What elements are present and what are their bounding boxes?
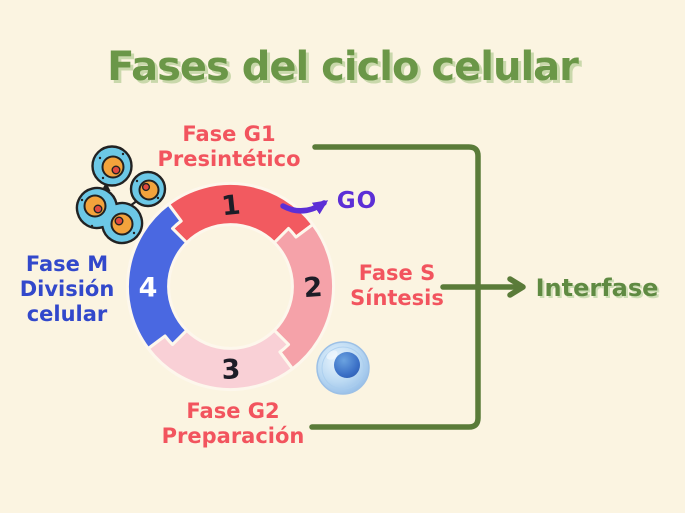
fase-m-name: Fase M bbox=[25, 252, 109, 277]
segment-number-4: 4 bbox=[138, 272, 158, 304]
segment-number-3: 3 bbox=[220, 354, 242, 386]
interphase-cell-icon bbox=[316, 341, 370, 395]
page-title: Fases del ciclo celular bbox=[107, 44, 579, 90]
fase-s-name: Fase S bbox=[358, 260, 436, 285]
fase-m-description-line2: celular bbox=[26, 302, 108, 327]
dividing-cell-icon bbox=[75, 186, 144, 245]
g0-arrow-icon bbox=[280, 200, 329, 215]
fase-g2-description: Preparación bbox=[161, 424, 305, 448]
cycle-segment-4-m bbox=[125, 202, 189, 350]
label-fase-g2: Fase G2 Preparación bbox=[162, 399, 305, 449]
fase-g1-description: Presintético bbox=[157, 147, 301, 171]
label-fase-m: Fase M División celular bbox=[20, 252, 115, 328]
mitosis-cells-icon bbox=[75, 145, 167, 245]
label-interfase: Interfase bbox=[535, 274, 659, 302]
fase-g1-name: Fase G1 bbox=[182, 121, 276, 146]
fase-m-description-line1: División bbox=[19, 277, 115, 302]
label-g0: GO bbox=[336, 188, 378, 214]
interphase-bracket bbox=[309, 144, 526, 430]
fase-g2-name: Fase G2 bbox=[186, 398, 280, 423]
cell-cycle-ring bbox=[125, 181, 336, 392]
daughter-cell-right-icon bbox=[129, 170, 167, 208]
interphase-arrowhead-icon bbox=[507, 276, 526, 298]
label-fase-s: Fase S Síntesis bbox=[350, 261, 444, 311]
daughter-cell-top-icon bbox=[91, 145, 133, 187]
segment-number-2: 2 bbox=[302, 271, 324, 305]
label-fase-g1: Fase G1 Presintético bbox=[157, 122, 300, 172]
fase-s-description: Síntesis bbox=[350, 286, 444, 310]
segment-number-1: 1 bbox=[220, 189, 242, 223]
